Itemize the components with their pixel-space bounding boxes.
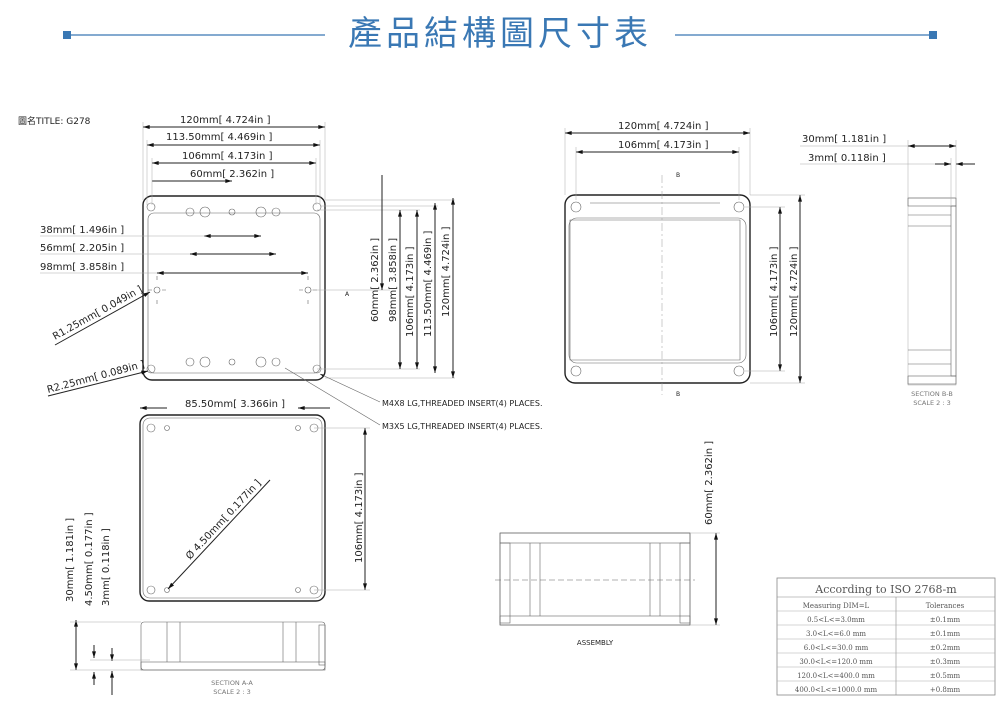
dim-vertical-98: 98mm[ 3.858in ] xyxy=(388,238,399,322)
radius-callout-1: R1.25mm[ 0.049in ] xyxy=(51,284,144,342)
table-row: 6.0<L<=30.0 mm ±0.2mm xyxy=(804,644,961,652)
enclosure-inner-wall xyxy=(147,212,321,374)
assembly-label: ASSEMBLY xyxy=(577,639,614,647)
tolerance-table: According to ISO 2768-m Measuring DIM=L … xyxy=(776,577,996,696)
section-a-dim-30: 30mm[ 1.181in ] xyxy=(65,518,76,602)
table-cell: 30.0<L<=120.0 mm xyxy=(799,658,873,666)
front-view: B B 120mm[ 4.724in ] 106mm[ 4.173in ] 10… xyxy=(564,121,805,398)
diameter-callout: Ø 4.50mm[ 0.177in ] xyxy=(183,477,263,562)
note-m4x8-insert: M4X8 LG,THREADED INSERT(4) PLACES. xyxy=(382,399,542,408)
table-row: 400.0<L<=1000.0 mm +0.8mm xyxy=(795,686,961,694)
front-dim-106: 106mm[ 4.173in ] xyxy=(618,140,709,151)
dim-vertical-106: 106mm[ 4.173in ] xyxy=(405,246,416,337)
table-cell: 0.5<L<=3.0mm xyxy=(807,616,865,624)
front-dim-120: 120mm[ 4.724in ] xyxy=(618,121,709,132)
section-marker-b-top: B xyxy=(676,172,680,179)
front-dim-vertical-120: 120mm[ 4.724in ] xyxy=(789,246,800,337)
table-cell: 6.0<L<=30.0 mm xyxy=(804,644,869,652)
top-dimension-lines xyxy=(143,125,326,275)
header-bullet-left xyxy=(63,31,71,39)
front-dim-vertical-106: 106mm[ 4.173in ] xyxy=(769,246,780,337)
dim-98: 98mm[ 3.858in ] xyxy=(40,262,124,273)
dim-vertical-113-5: 113.50mm[ 4.469in ] xyxy=(423,231,434,337)
dim-width-113-5: 113.50mm[ 4.469in ] xyxy=(166,132,272,143)
bottom-dim-85-5: 85.50mm[ 3.366in ] xyxy=(185,399,285,410)
table-row: 30.0<L<=120.0 mm ±0.3mm xyxy=(799,658,960,666)
table-cell: ±0.1mm xyxy=(930,630,961,638)
top-view: 120mm[ 4.724in ] 113.50mm[ 4.469in ] 106… xyxy=(40,115,542,431)
dim-width-60: 60mm[ 2.362in ] xyxy=(190,169,274,180)
assembly-view: 60mm[ 2.362in ] ASSEMBLY xyxy=(495,441,720,647)
dim-vertical-60: 60mm[ 2.362in ] xyxy=(370,238,381,322)
dim-width-106: 106mm[ 4.173in ] xyxy=(182,151,273,162)
bottom-dim-106: 106mm[ 4.173in ] xyxy=(354,472,365,563)
section-a-dim-3: 3mm[ 0.118in ] xyxy=(101,528,112,606)
table-row: 0.5<L<=3.0mm ±0.1mm xyxy=(807,616,960,624)
drawing-title: 圖名TITLE: G278 xyxy=(18,115,91,127)
section-marker-a: A xyxy=(345,291,350,298)
enclosure-outline xyxy=(142,195,326,381)
table-cell: 3.0<L<=6.0 mm xyxy=(806,630,866,638)
screw-holes xyxy=(146,202,322,374)
table-cell: 400.0<L<=1000.0 mm xyxy=(795,686,878,694)
table-cell: 120.0<L<=400.0 mm xyxy=(797,672,875,680)
dim-38: 38mm[ 1.496in ] xyxy=(40,225,124,236)
section-b-scale: SCALE 2 : 3 xyxy=(913,399,951,407)
table-cell: ±0.1mm xyxy=(930,616,961,624)
section-marker-b-bottom: B xyxy=(676,391,680,398)
table-cell: ±0.2mm xyxy=(930,644,961,652)
table-header-tolerances: Tolerances xyxy=(926,602,965,610)
page-title: 產品結構圖尺寸表 xyxy=(348,14,652,54)
dim-width-120: 120mm[ 4.724in ] xyxy=(180,115,271,126)
section-b-dim-30: 30mm[ 1.181in ] xyxy=(802,134,886,145)
vertical-dimension-lines xyxy=(380,175,455,379)
dim-vertical-120: 120mm[ 4.724in ] xyxy=(441,226,452,317)
header-bullet-right xyxy=(929,31,937,39)
table-title: According to ISO 2768-m xyxy=(814,583,957,596)
table-cell: ±0.3mm xyxy=(930,658,961,666)
table-cell: +0.8mm xyxy=(930,686,961,694)
section-b-b: 30mm[ 1.181in ] 3mm[ 0.118in ] SECTION B… xyxy=(800,134,975,407)
radius-callout-2: R2.25mm[ 0.089in ] xyxy=(46,359,146,396)
section-a-label: SECTION A-A xyxy=(211,679,253,687)
dim-56: 56mm[ 2.205in ] xyxy=(40,243,124,254)
section-b-label: SECTION B-B xyxy=(911,390,953,398)
table-cell: ±0.5mm xyxy=(930,672,961,680)
page-header: 產品結構圖尺寸表 xyxy=(63,14,937,54)
bottom-view: 85.50mm[ 3.366in ] 106mm[ 4.173in ] Ø 4.… xyxy=(139,399,370,602)
note-m3x5-insert: M3X5 LG,THREADED INSERT(4) PLACES. xyxy=(382,422,542,431)
section-b-dim-3: 3mm[ 0.118in ] xyxy=(808,153,886,164)
table-row: 3.0<L<=6.0 mm ±0.1mm xyxy=(806,630,961,638)
table-row: 120.0<L<=400.0 mm ±0.5mm xyxy=(797,672,960,680)
table-header-measuring: Measuring DIM=L xyxy=(803,602,870,610)
section-a-dim-4-5: 4.50mm[ 0.177in ] xyxy=(84,512,95,606)
section-a-a: 30mm[ 1.181in ] 4.50mm[ 0.177in ] 3mm[ 0… xyxy=(65,512,326,696)
section-a-scale: SCALE 2 : 3 xyxy=(213,688,251,696)
assembly-dim-60: 60mm[ 2.362in ] xyxy=(704,441,715,525)
